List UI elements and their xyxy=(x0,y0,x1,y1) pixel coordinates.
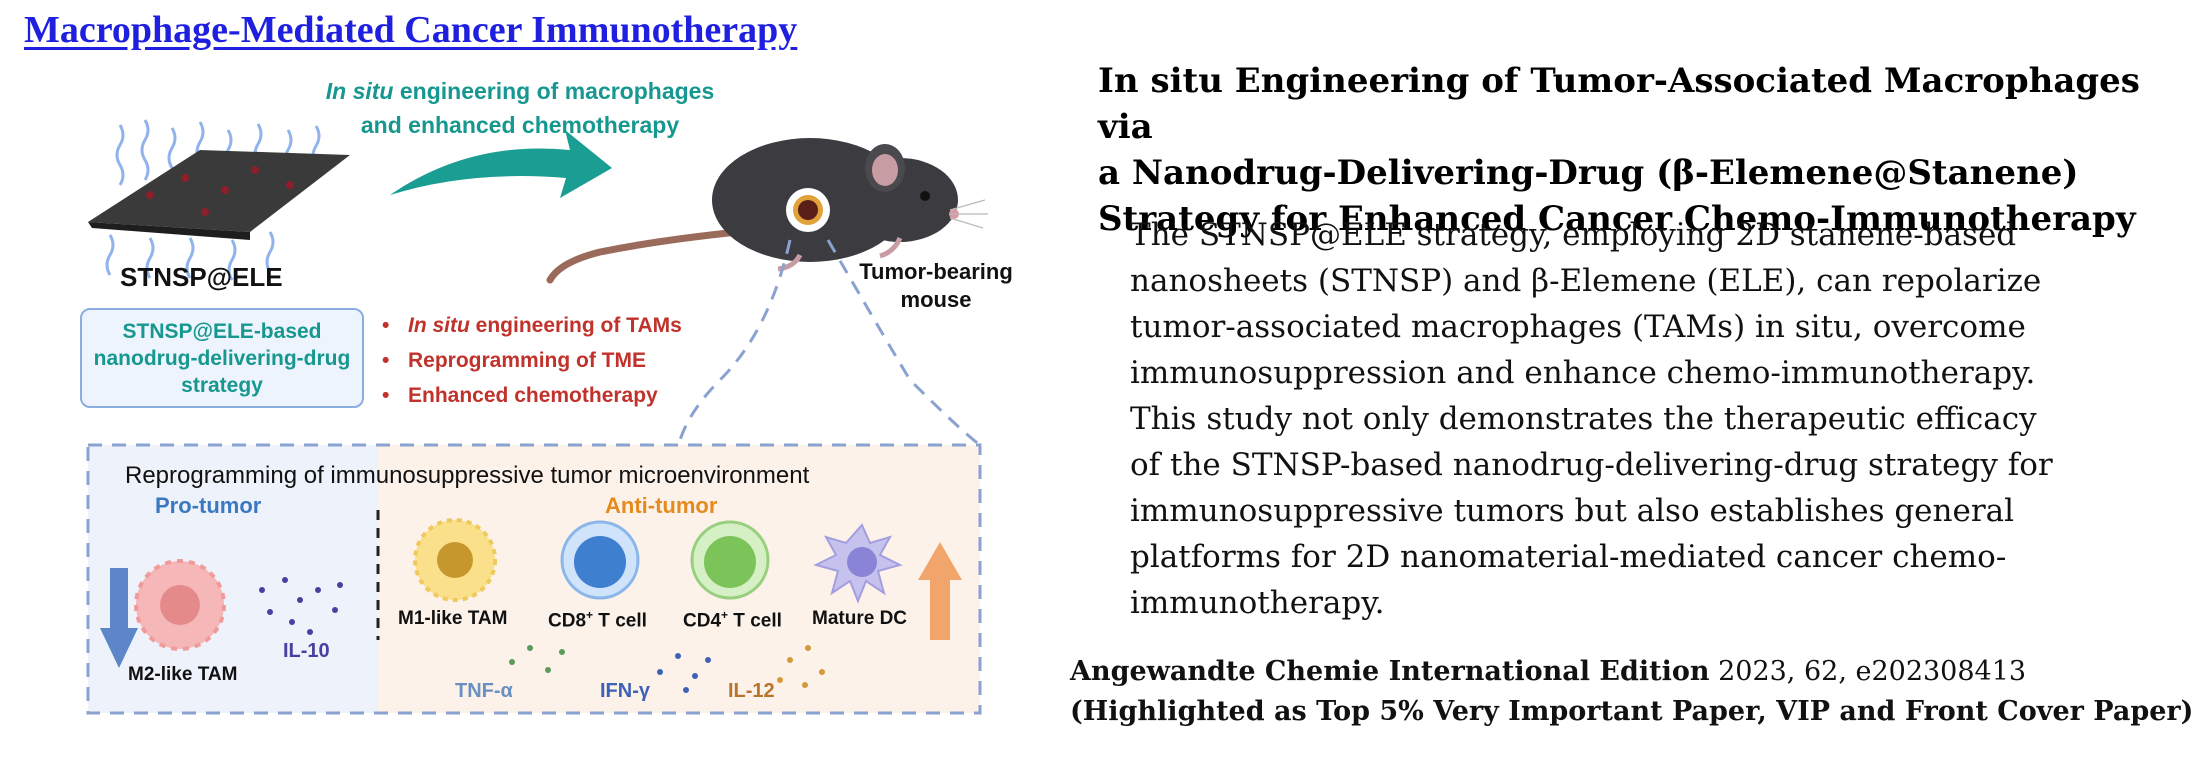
summary-line: The STNSP@ELE strategy, employing 2D sta… xyxy=(1130,217,2017,253)
decrease-arrow-icon xyxy=(100,568,138,668)
summary-line: nanosheets (STNSP) and β-Elemene (ELE), … xyxy=(1130,263,2042,299)
paper-title-line2: a Nanodrug-Delivering-Drug (β-Elemene@St… xyxy=(1098,153,2079,193)
summary-line: of the STNSP-based nanodrug-delivering-d… xyxy=(1130,447,2053,483)
tnf-dots-icon xyxy=(509,645,565,673)
strategy-line1: STNSP@ELE-based xyxy=(122,319,322,343)
cd4-t-cell-icon xyxy=(690,520,770,600)
summary-line: platforms for 2D nanomaterial-mediated c… xyxy=(1130,539,2007,575)
il12-label: IL-12 xyxy=(728,680,775,702)
bullet-text: engineering of TAMs xyxy=(469,314,682,337)
mature-dendritic-cell-icon xyxy=(813,523,903,604)
cd4-suffix: T cell xyxy=(728,610,782,632)
bullet-item: Enhanced chemotherapy xyxy=(380,378,682,413)
cd8-prefix: CD8 xyxy=(548,610,587,632)
anti-tumor-label: Anti-tumor xyxy=(605,493,718,518)
cd8-sup: + xyxy=(586,608,594,622)
paper-title-line3: Strategy for Enhanced Cancer Chemo-Immun… xyxy=(1098,199,2136,239)
flow-label-line2: and enhanced chemotherapy xyxy=(360,112,680,138)
highlight-note: (Highlighted as Top 5% Very Important Pa… xyxy=(1070,696,2194,727)
journal-details: 2023, 62, e202308413 xyxy=(1709,656,2027,687)
m1-label: M1-like TAM xyxy=(398,608,508,629)
m1-like-tam-cell-icon xyxy=(413,518,497,602)
bullet-text: Reprogramming of TME xyxy=(408,349,647,372)
pro-tumor-label: Pro-tumor xyxy=(155,493,262,518)
tnf-label: TNF-α xyxy=(455,680,513,702)
flow-label-line1: engineering of macrophages xyxy=(393,78,715,104)
diagram-title: Macrophage-Mediated Cancer Immunotherapy xyxy=(24,9,798,51)
mouse-label: Tumor-bearing mouse xyxy=(836,258,1036,314)
bullet-item: In situ engineering of TAMs xyxy=(380,308,682,343)
strategy-line2: nanodrug-delivering-drug xyxy=(93,346,351,370)
summary-line: immunotherapy. xyxy=(1130,585,1385,621)
material-label: STNSP@ELE xyxy=(120,262,283,292)
flow-label-italic: In situ xyxy=(325,78,394,104)
citation: Angewandte Chemie International Edition … xyxy=(1070,656,2026,687)
strategy-box: STNSP@ELE-based nanodrug-delivering-drug… xyxy=(80,308,364,408)
summary-paragraph: The STNSP@ELE strategy, employing 2D sta… xyxy=(1130,212,2150,626)
journal-name: Angewandte Chemie International Edition xyxy=(1070,656,1710,687)
dc-label: Mature DC xyxy=(812,608,908,629)
m2-like-tam-cell-icon xyxy=(134,559,226,651)
summary-line: immunosuppression and enhance chemo-immu… xyxy=(1130,355,2036,391)
cd8-t-cell-icon xyxy=(560,520,640,600)
summary-line: immunosuppressive tumors but also establ… xyxy=(1130,493,2015,529)
paper-title: In situ Engineering of Tumor-Associated … xyxy=(1098,58,2188,242)
ifn-label: IFN-γ xyxy=(600,680,650,702)
mouse-label-line1: Tumor-bearing xyxy=(859,259,1013,284)
il10-dots-icon xyxy=(259,577,343,635)
stnsp-ele-nanosheet-illustration xyxy=(88,119,350,281)
cd4-sup: + xyxy=(721,608,729,622)
outcome-bullet-list: In situ engineering of TAMs Reprogrammin… xyxy=(380,308,682,413)
process-arrow xyxy=(390,130,612,198)
tumor-bearing-mouse-illustration xyxy=(546,138,988,284)
bullet-italic: In situ xyxy=(408,314,470,337)
strategy-line3: strategy xyxy=(181,373,263,397)
flow-label: In situ engineering of macrophages and e… xyxy=(280,74,760,142)
summary-line: This study not only demonstrates the the… xyxy=(1130,401,2037,437)
increase-arrow-icon xyxy=(918,542,962,640)
ifn-dots-icon xyxy=(657,653,711,693)
cd4-label: CD4+ T cell xyxy=(683,608,782,632)
summary-line: tumor-associated macrophages (TAMs) in s… xyxy=(1130,309,2026,345)
m2-label: M2-like TAM xyxy=(128,664,238,685)
paper-title-line1: In situ Engineering of Tumor-Associated … xyxy=(1098,61,2140,147)
bullet-item: Reprogramming of TME xyxy=(380,343,682,378)
il12-dots-icon xyxy=(777,645,825,688)
cd4-prefix: CD4 xyxy=(683,610,722,632)
bullet-text: Enhanced chemotherapy xyxy=(408,384,658,407)
cd8-suffix: T cell xyxy=(593,610,647,632)
tme-panel-title: Reprogramming of immunosuppressive tumor… xyxy=(125,462,810,489)
mouse-label-line2: mouse xyxy=(900,287,972,312)
diagram-graphics xyxy=(86,119,988,715)
cd8-label: CD8+ T cell xyxy=(548,608,647,632)
il10-label: IL-10 xyxy=(283,640,330,662)
